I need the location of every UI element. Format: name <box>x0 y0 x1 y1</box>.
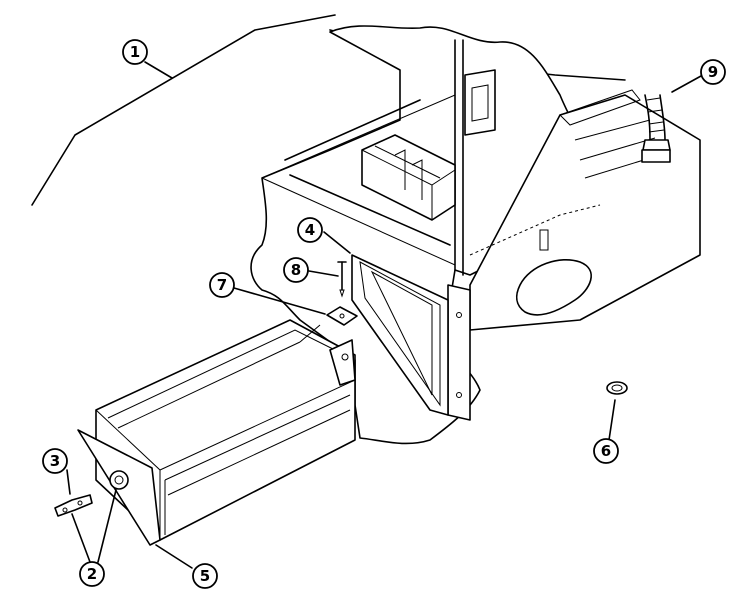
callout-9: 9 <box>700 59 726 85</box>
svg-text:7: 7 <box>217 276 227 294</box>
callout-2: 2 <box>79 561 105 587</box>
grommet-part <box>606 381 628 395</box>
callout-6: 6 <box>593 438 619 464</box>
callout-7: 7 <box>209 272 235 298</box>
svg-text:8: 8 <box>291 261 301 279</box>
drawer-frame <box>447 284 471 421</box>
callout-1: 1 <box>122 39 148 65</box>
svg-text:2: 2 <box>87 565 97 583</box>
back-bracket <box>464 69 496 136</box>
hose-fitting <box>641 94 671 163</box>
clip-part <box>54 494 93 517</box>
leader-lines <box>66 61 702 569</box>
callout-4: 4 <box>297 217 323 243</box>
svg-text:4: 4 <box>305 221 315 239</box>
guide-bracket <box>351 254 449 416</box>
svg-text:3: 3 <box>50 452 60 470</box>
svg-text:6: 6 <box>601 442 611 460</box>
drawer-assembly <box>95 319 356 541</box>
drawer-front <box>77 429 161 546</box>
callout-3: 3 <box>42 448 68 474</box>
callout-8: 8 <box>283 257 309 283</box>
svg-text:9: 9 <box>708 63 718 81</box>
svg-text:5: 5 <box>200 567 210 585</box>
callout-5: 5 <box>192 563 218 589</box>
pin-part <box>337 261 347 298</box>
dispenser-tray <box>361 134 456 221</box>
plate-part <box>326 306 358 326</box>
svg-text:1: 1 <box>130 43 140 61</box>
